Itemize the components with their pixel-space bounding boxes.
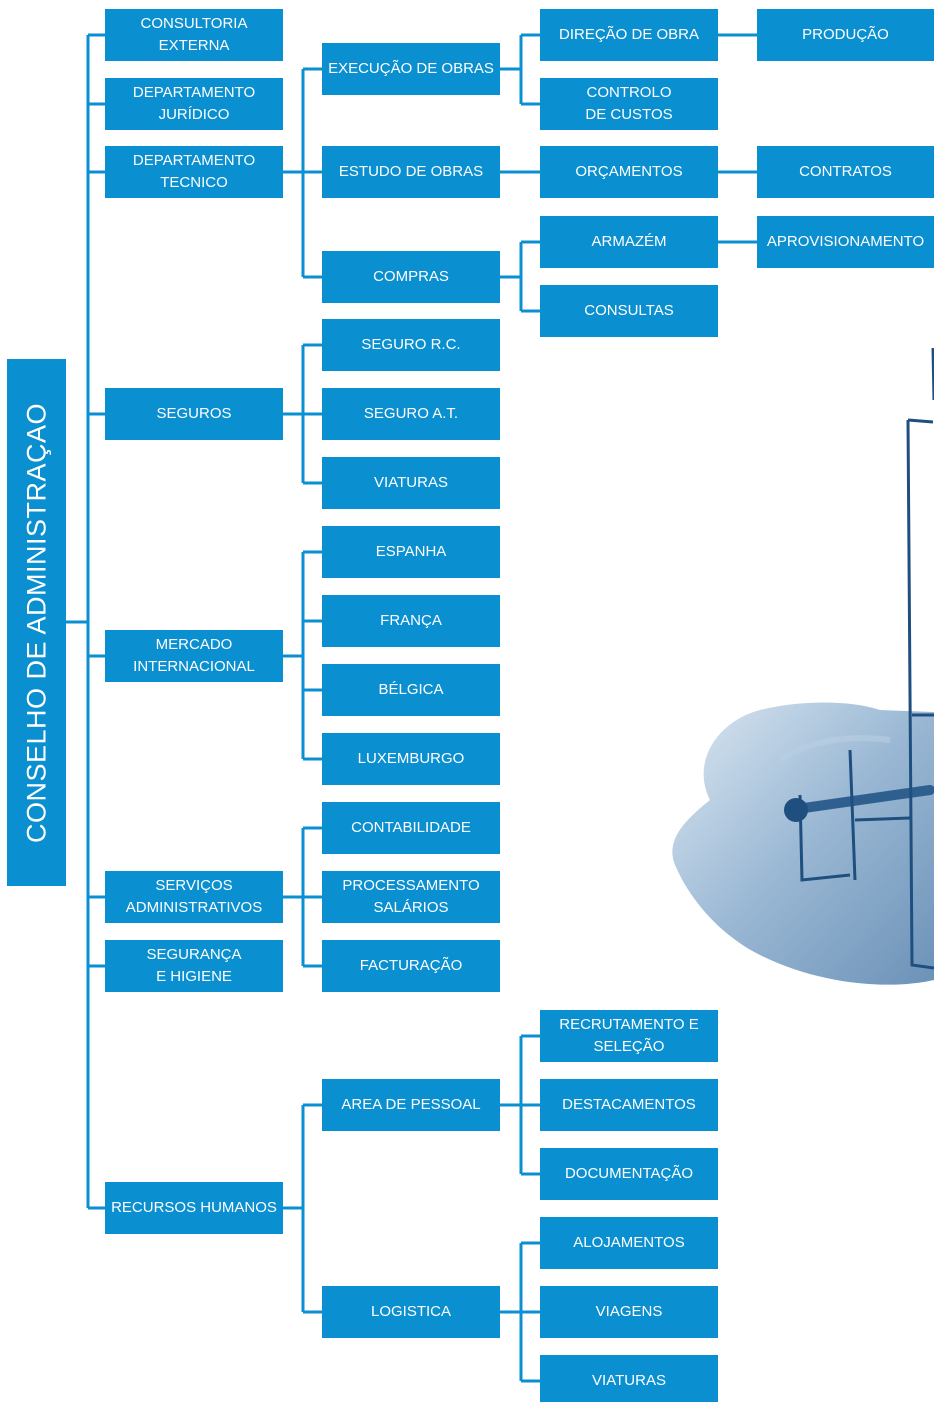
node-estudo-obras: ESTUDO DE OBRAS [322,146,500,198]
node-logistica: LOGISTICA [322,1286,500,1338]
node-luxemburgo: LUXEMBURGO [322,733,500,785]
node-espanha: ESPANHA [322,526,500,578]
node-alojamentos: ALOJAMENTOS [540,1217,718,1269]
node-controlo-custos: CONTROLO DE CUSTOS [540,78,718,130]
node-departamento-juridico: DEPARTAMENTO JURÍDICO [105,78,283,130]
node-seguranca-higiene: SEGURANÇA E HIGIENE [105,940,283,992]
node-aprovisionamento: APROVISIONAMENTO [757,216,934,268]
node-seguro-at: SEGURO A.T. [322,388,500,440]
node-contratos: CONTRATOS [757,146,934,198]
node-orcamentos: ORÇAMENTOS [540,146,718,198]
node-viagens: VIAGENS [540,1286,718,1338]
node-recrutamento-selecao: RECRUTAMENTO E SELEÇÃO [540,1010,718,1062]
node-contabilidade: CONTABILIDADE [322,802,500,854]
node-seguros: SEGUROS [105,388,283,440]
node-servicos-administrativos: SERVIÇOS ADMINISTRATIVOS [105,871,283,923]
node-facturacao: FACTURAÇÃO [322,940,500,992]
node-departamento-tecnico: DEPARTAMENTO TECNICO [105,146,283,198]
node-mercado-internacional: MERCADO INTERNACIONAL [105,630,283,682]
node-viaturas-seguros: VIATURAS [322,457,500,509]
node-franca: FRANÇA [322,595,500,647]
node-recursos-humanos: RECURSOS HUMANOS [105,1182,283,1234]
node-armazem: ARMAZÉM [540,216,718,268]
node-viaturas-logistica: VIATURAS [540,1355,718,1402]
node-area-pessoal: AREA DE PESSOAL [322,1079,500,1131]
node-destacamentos: DESTACAMENTOS [540,1079,718,1131]
node-consultas: CONSULTAS [540,285,718,337]
node-seguro-rc: SEGURO R.C. [322,319,500,371]
node-documentacao: DOCUMENTAÇÃO [540,1148,718,1200]
hand-drawing-illustration [672,347,934,985]
root-label: CONSELHO DE ADMINISTRAÇAO [21,402,51,843]
node-compras: COMPRAS [322,251,500,303]
node-direcao-obra: DIREÇÃO DE OBRA [540,9,718,61]
node-execucao-obras: EXECUÇÃO DE OBRAS [322,43,500,95]
node-producao: PRODUÇÃO [757,9,934,61]
node-belgica: BÉLGICA [322,664,500,716]
root-node-conselho: CONSELHO DE ADMINISTRAÇAO [7,359,66,886]
node-processamento-salarios: PROCESSAMENTO SALÁRIOS [322,871,500,923]
node-consultoria-externa: CONSULTORIA EXTERNA [105,9,283,61]
